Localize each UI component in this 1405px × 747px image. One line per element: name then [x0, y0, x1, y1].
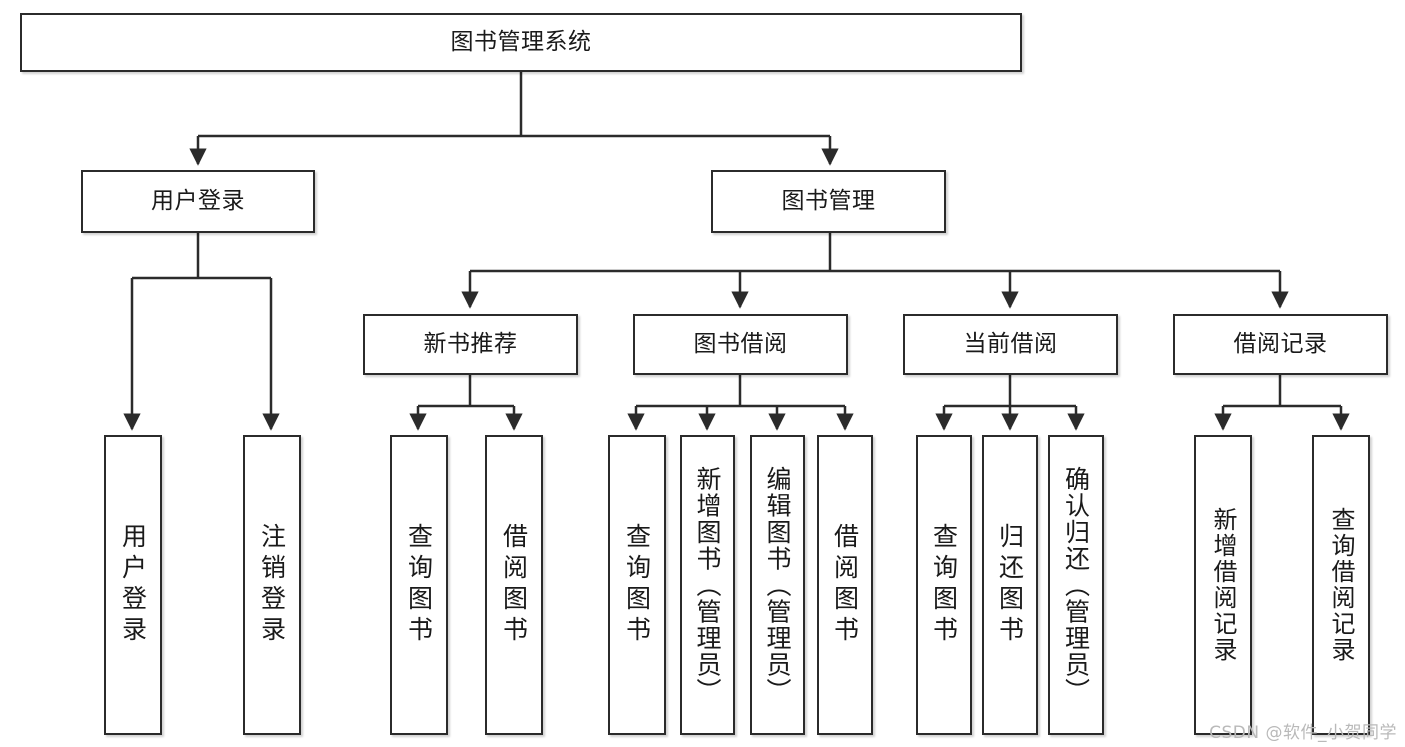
node-label: 查询图书	[929, 523, 959, 647]
node-leaf-query-borrow-record[interactable]: 查询借阅记录	[1312, 435, 1370, 735]
node-current-borrow[interactable]: 当前借阅	[903, 314, 1118, 375]
node-leaf-confirm-return-admin[interactable]: 确认归还（管理员）	[1048, 435, 1104, 735]
node-root-book-management-system[interactable]: 图书管理系统	[20, 13, 1022, 72]
node-label: 借阅图书	[830, 523, 860, 647]
node-label: 编辑图书（管理员）	[763, 465, 792, 705]
node-label: 新书推荐	[423, 330, 518, 357]
node-label: 查询借阅记录	[1327, 507, 1355, 663]
node-leaf-edit-book-admin[interactable]: 编辑图书（管理员）	[750, 435, 805, 735]
node-leaf-add-book-admin[interactable]: 新增图书（管理员）	[680, 435, 735, 735]
node-book-management[interactable]: 图书管理	[711, 170, 946, 233]
node-label: 新增图书（管理员）	[693, 465, 722, 705]
node-label: 查询图书	[404, 523, 434, 647]
node-label: 注销登录	[257, 523, 287, 647]
node-label: 图书管理	[781, 187, 876, 214]
node-label: 确认归还（管理员）	[1061, 465, 1091, 705]
node-label: 借阅图书	[499, 523, 529, 647]
node-leaf-borrow-book-recommend[interactable]: 借阅图书	[485, 435, 543, 735]
node-leaf-query-book-recommend[interactable]: 查询图书	[390, 435, 448, 735]
node-new-book-recommend[interactable]: 新书推荐	[363, 314, 578, 375]
node-leaf-query-book-borrow[interactable]: 查询图书	[608, 435, 666, 735]
node-label: 查询图书	[622, 523, 652, 647]
node-label: 图书借阅	[693, 330, 788, 357]
node-leaf-return-book[interactable]: 归还图书	[982, 435, 1038, 735]
node-leaf-logout[interactable]: 注销登录	[243, 435, 301, 735]
node-leaf-user-login[interactable]: 用户登录	[104, 435, 162, 735]
node-leaf-query-book-current[interactable]: 查询图书	[916, 435, 972, 735]
node-label: 归还图书	[995, 523, 1025, 647]
node-book-borrow[interactable]: 图书借阅	[633, 314, 848, 375]
node-user-login[interactable]: 用户登录	[81, 170, 315, 233]
node-label: 当前借阅	[963, 330, 1058, 357]
node-label: 新增借阅记录	[1209, 507, 1237, 663]
node-label: 借阅记录	[1233, 330, 1328, 357]
node-borrow-record[interactable]: 借阅记录	[1173, 314, 1388, 375]
node-label: 图书管理系统	[450, 28, 592, 55]
node-leaf-add-borrow-record[interactable]: 新增借阅记录	[1194, 435, 1252, 735]
node-label: 用户登录	[151, 187, 245, 214]
node-label: 用户登录	[118, 523, 148, 647]
node-leaf-borrow-book[interactable]: 借阅图书	[817, 435, 873, 735]
